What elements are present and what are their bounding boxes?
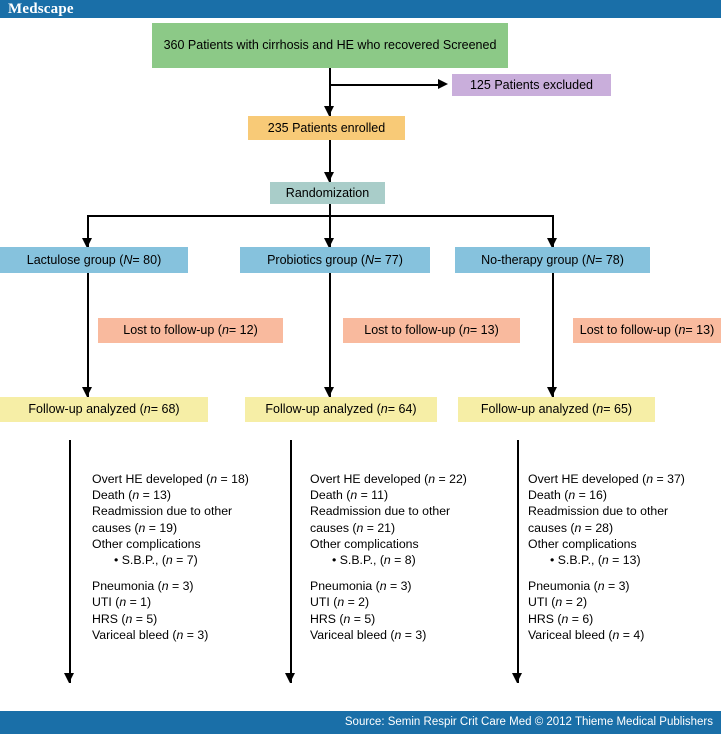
outcome-spacer (528, 568, 685, 578)
randomization-box: Randomization (270, 182, 385, 204)
enrolled-box: 235 Patients enrolled (248, 116, 405, 140)
outcome-sbp: • S.B.P., (n = 8) (332, 553, 416, 568)
outcomes-no-therapy: Overt HE developed (n = 37) Death (n = 1… (528, 471, 685, 643)
outcome-other-complications: Other complications (310, 536, 419, 551)
outcome-readmission-line2: causes (n = 28) (528, 520, 614, 535)
excluded-branch-line (329, 84, 441, 86)
outcomes-lactulose: Overt HE developed (n = 18) Death (n = 1… (92, 471, 249, 643)
outcome-readmission-line2: causes (n = 21) (310, 520, 396, 535)
branch-line-arm2 (329, 215, 331, 248)
source-credit: Source: Semin Respir Crit Care Med © 201… (344, 716, 713, 728)
outcome-uti: UTI (n = 1) (92, 595, 152, 610)
outcome-death: Death (n = 13) (92, 488, 171, 503)
excluded-box: 125 Patients excluded (452, 74, 611, 96)
lost-box-probiotics: Lost to follow-up (n = 13) (343, 318, 520, 343)
screened-to-enrolled-line (329, 68, 331, 116)
arm3-outcome-arrowhead (512, 673, 522, 683)
outcome-readmission-line2: causes (n = 19) (92, 520, 178, 535)
arm3-to-analyzed-line (552, 273, 554, 397)
outcome-hrs: HRS (n = 6) (528, 611, 594, 626)
screened-to-enrolled-arrowhead (324, 106, 334, 116)
outcome-overt-he: Overt HE developed (n = 22) (310, 472, 467, 486)
screened-box: 360 Patients with cirrhosis and HE who r… (152, 23, 508, 68)
lost-box-lactulose: Lost to follow-up (n = 12) (98, 318, 283, 343)
analyzed-box-probiotics: Follow-up analyzed (n = 64) (245, 397, 437, 422)
outcome-hrs: HRS (n = 5) (310, 611, 376, 626)
outcome-sbp: • S.B.P., (n = 7) (114, 553, 198, 568)
outcome-overt-he: Overt HE developed (n = 18) (92, 472, 249, 486)
arm3-to-analyzed-arrowhead (547, 387, 557, 397)
outcome-pneumonia: Pneumonia (n = 3) (528, 579, 630, 594)
outcome-hrs: HRS (n = 5) (92, 611, 158, 626)
group-box-no-therapy: No-therapy group (N = 78) (455, 247, 650, 273)
arm2-outcome-line (290, 440, 292, 683)
group-box-probiotics: Probiotics group (N = 77) (240, 247, 430, 273)
outcome-death: Death (n = 16) (528, 488, 607, 503)
analyzed-box-no-therapy: Follow-up analyzed (n = 65) (458, 397, 655, 422)
medscape-header-bar (0, 0, 721, 18)
outcome-readmission-line1: Readmission due to other (310, 504, 451, 519)
branch-arrowhead-arm1 (82, 238, 92, 248)
outcome-spacer (92, 568, 249, 578)
outcome-pneumonia: Pneumonia (n = 3) (92, 579, 194, 594)
outcome-pneumonia: Pneumonia (n = 3) (310, 579, 412, 594)
arm1-to-analyzed-line (87, 273, 89, 397)
outcome-other-complications: Other complications (528, 536, 637, 551)
randomization-split-line (87, 215, 553, 217)
arm3-outcome-line (517, 440, 519, 683)
source-footer-bar (0, 711, 721, 734)
outcomes-probiotics: Overt HE developed (n = 22) Death (n = 1… (310, 471, 467, 643)
enrolled-to-randomization-line (329, 140, 331, 182)
enrolled-to-randomization-arrowhead (324, 172, 334, 182)
arm2-outcome-arrowhead (285, 673, 295, 683)
outcome-death: Death (n = 11) (310, 488, 389, 503)
outcome-spacer (310, 568, 467, 578)
group-box-lactulose: Lactulose group (N = 80) (0, 247, 188, 273)
branch-line-arm1 (87, 215, 89, 248)
branch-line-arm3 (552, 215, 554, 248)
arm1-outcome-line (69, 440, 71, 683)
arm1-to-analyzed-arrowhead (82, 387, 92, 397)
outcome-variceal-bleed: Variceal bleed (n = 3) (310, 627, 427, 642)
arm2-to-analyzed-arrowhead (324, 387, 334, 397)
outcome-sbp: • S.B.P., (n = 13) (550, 553, 641, 568)
randomization-stem (329, 204, 331, 216)
analyzed-box-lactulose: Follow-up analyzed (n = 68) (0, 397, 208, 422)
branch-arrowhead-arm3 (547, 238, 557, 248)
outcome-uti: UTI (n = 2) (310, 595, 370, 610)
outcome-variceal-bleed: Variceal bleed (n = 3) (92, 627, 209, 642)
outcome-other-complications: Other complications (92, 536, 201, 551)
excluded-branch-arrowhead (438, 79, 448, 89)
medscape-logo: Medscape (8, 1, 74, 17)
outcome-overt-he: Overt HE developed (n = 37) (528, 472, 685, 486)
arm2-to-analyzed-line (329, 273, 331, 397)
branch-arrowhead-arm2 (324, 238, 334, 248)
lost-box-no-therapy: Lost to follow-up (n = 13) (573, 318, 721, 343)
outcome-variceal-bleed: Variceal bleed (n = 4) (528, 627, 645, 642)
outcome-readmission-line1: Readmission due to other (92, 504, 233, 519)
arm1-outcome-arrowhead (64, 673, 74, 683)
outcome-uti: UTI (n = 2) (528, 595, 588, 610)
outcome-readmission-line1: Readmission due to other (528, 504, 669, 519)
